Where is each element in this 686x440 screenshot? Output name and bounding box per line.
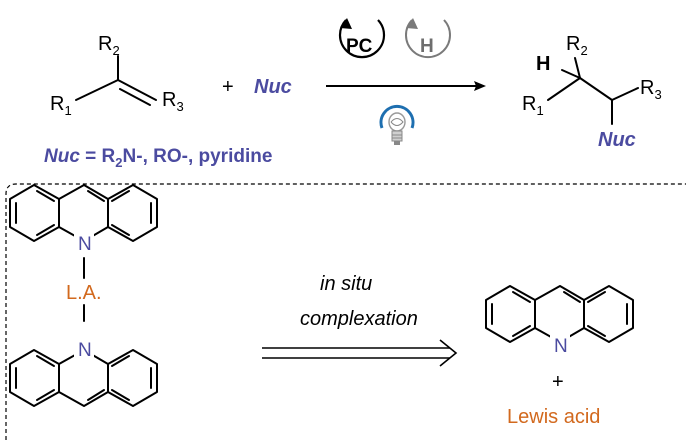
acridine-free: [485, 285, 634, 343]
photocatalyst-cycle: PC: [338, 18, 386, 59]
condition-complexation: complexation: [300, 308, 418, 330]
dashed-frame: [5, 183, 686, 440]
atom-n-top: N: [78, 234, 92, 255]
condition-in-situ: in situ: [320, 273, 372, 295]
hat-cycle: H: [405, 18, 451, 59]
reaction-arrow: [326, 81, 486, 91]
product-nuc: Nuc: [598, 129, 636, 151]
nucleophile-label: Nuc: [254, 76, 292, 98]
product-r2: R2: [566, 33, 588, 58]
product-h: H: [536, 53, 550, 75]
h-label: H: [420, 36, 434, 57]
lower-plus: +: [552, 371, 564, 393]
lewis-acid-label: Lewis acid: [507, 406, 600, 428]
reactant-r1: R1: [50, 93, 72, 118]
product-alkane: H R2 R3 R1 Nuc: [522, 33, 662, 151]
atom-n-bottom: N: [78, 340, 92, 361]
reactant-r3: R3: [162, 89, 184, 114]
acridine-top: [9, 184, 158, 242]
lightbulb-icon: [379, 105, 415, 145]
atom-n-right: N: [554, 336, 568, 357]
acridine-bottom: [9, 349, 158, 407]
product-r3: R3: [640, 77, 662, 102]
la-label: L.A.: [66, 282, 102, 304]
product-r1: R1: [522, 93, 544, 118]
reactant-alkene: R2 R3 R1: [50, 33, 184, 118]
reactant-r2: R2: [98, 33, 120, 58]
reactant-plus: +: [222, 76, 234, 98]
nuc-definition: Nuc = R2N-, RO-, pyridine: [44, 146, 272, 170]
double-arrow: [262, 339, 458, 367]
pc-label: PC: [346, 36, 373, 57]
